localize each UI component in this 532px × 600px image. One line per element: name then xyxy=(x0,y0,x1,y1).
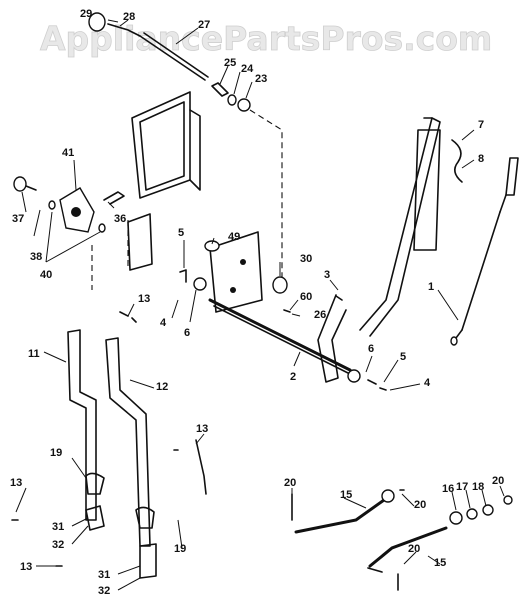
lift-arms xyxy=(11,311,207,579)
callout-24: 24 xyxy=(241,63,254,75)
callout-38: 38 xyxy=(30,251,42,263)
callout-20-mid: 20 xyxy=(414,499,426,511)
callout-13-mid: 13 xyxy=(196,423,208,435)
callout-20-lower: 20 xyxy=(408,543,420,555)
lift-lever xyxy=(359,117,463,337)
callout-60: 60 xyxy=(300,291,312,303)
callout-12: 12 xyxy=(156,381,168,393)
callout-40: 40 xyxy=(40,269,52,281)
callout-labels: 29 28 27 25 24 23 7 8 41 37 38 40 36 5 4… xyxy=(10,8,504,597)
callout-23: 23 xyxy=(255,73,267,85)
callout-5-upper: 5 xyxy=(178,227,184,239)
callout-49: 49 xyxy=(228,231,240,243)
callout-15-upper: 15 xyxy=(340,489,352,501)
callout-29: 29 xyxy=(80,8,92,20)
callout-20-right: 20 xyxy=(492,475,504,487)
cable-assembly xyxy=(450,157,519,346)
callout-26: 26 xyxy=(314,309,326,321)
callout-1: 1 xyxy=(428,281,434,293)
callout-15-lower: 15 xyxy=(434,557,446,569)
callout-30: 30 xyxy=(300,253,312,265)
callout-32-lower: 32 xyxy=(98,585,110,597)
lower-rods xyxy=(291,489,513,591)
callout-36: 36 xyxy=(114,213,126,225)
callout-5-lower: 5 xyxy=(400,351,406,363)
callout-18: 18 xyxy=(472,481,484,493)
callout-7: 7 xyxy=(478,119,484,131)
callout-13-left: 13 xyxy=(10,477,22,489)
callout-32-upper: 32 xyxy=(52,539,64,551)
callout-20-left: 20 xyxy=(284,477,296,489)
callout-13-upper: 13 xyxy=(138,293,150,305)
callout-8: 8 xyxy=(478,153,484,165)
callout-37: 37 xyxy=(12,213,24,225)
callout-17: 17 xyxy=(456,481,468,493)
watermark: AppliancePartsPros.com xyxy=(40,19,492,58)
callout-28: 28 xyxy=(123,11,135,23)
callout-19-lower: 19 xyxy=(174,543,186,555)
top-rod-assembly xyxy=(88,12,283,280)
mounting-plate xyxy=(131,91,201,199)
callout-25: 25 xyxy=(224,57,236,69)
callout-27: 27 xyxy=(198,19,210,31)
callout-13-lower: 13 xyxy=(20,561,32,573)
callout-19-upper: 19 xyxy=(50,447,62,459)
callout-41: 41 xyxy=(62,147,74,159)
callout-31-lower: 31 xyxy=(98,569,110,581)
callout-3: 3 xyxy=(324,269,330,281)
pivot-bracket xyxy=(179,231,387,391)
callout-2: 2 xyxy=(290,371,296,383)
callout-31-upper: 31 xyxy=(52,521,64,533)
callout-4-upper: 4 xyxy=(160,317,167,329)
callout-6-lower: 6 xyxy=(368,343,374,355)
callout-6-upper: 6 xyxy=(184,327,190,339)
callout-4-lower: 4 xyxy=(424,377,431,389)
bracket-group xyxy=(13,176,153,290)
leader-lines xyxy=(15,19,505,591)
callout-11: 11 xyxy=(28,348,40,360)
callout-16: 16 xyxy=(442,483,454,495)
